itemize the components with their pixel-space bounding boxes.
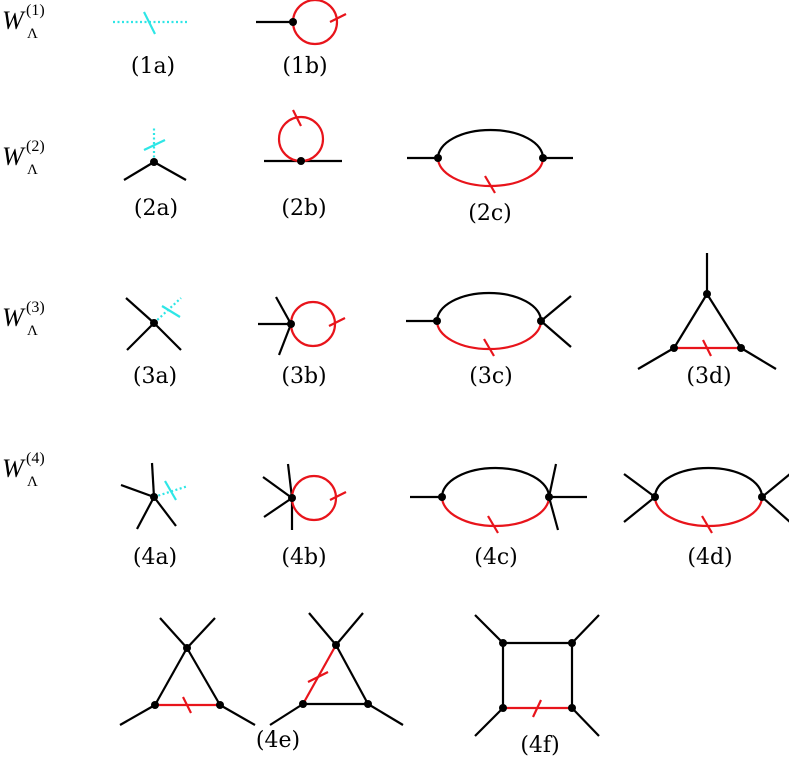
caption-4b: (4b) bbox=[281, 545, 327, 570]
diagram-4a bbox=[120, 462, 189, 530]
caption-3d: (3d) bbox=[686, 364, 732, 389]
diagram-1a bbox=[113, 11, 187, 35]
diagram-2a bbox=[123, 128, 187, 181]
row-label-3: W(3)Λ bbox=[2, 299, 45, 339]
diagram-4b bbox=[262, 463, 347, 530]
caption-3a: (3a) bbox=[132, 364, 178, 389]
caption-4f: (4f) bbox=[520, 733, 560, 758]
caption-3c: (3c) bbox=[469, 364, 513, 389]
row-label-4: W(4)Λ bbox=[2, 450, 45, 490]
caption-1b: (1b) bbox=[282, 54, 328, 79]
diagram-3c bbox=[406, 291, 572, 357]
diagram-4c bbox=[410, 463, 587, 534]
diagram-1b bbox=[256, 0, 347, 46]
diagram-4d bbox=[623, 466, 789, 534]
diagram-4f bbox=[474, 614, 600, 737]
caption-4c: (4c) bbox=[474, 545, 518, 570]
diagram-4e-right bbox=[269, 612, 404, 726]
caption-2b: (2b) bbox=[281, 196, 327, 221]
diagram-3d bbox=[637, 253, 777, 370]
caption-1a: (1a) bbox=[130, 54, 176, 79]
caption-4e: (4e) bbox=[255, 728, 301, 753]
diagram-2b bbox=[264, 109, 342, 165]
caption-2c: (2c) bbox=[468, 201, 512, 226]
diagram-4e-left bbox=[119, 617, 256, 726]
row-label-1: W(1)Λ bbox=[2, 2, 45, 42]
diagram-3b bbox=[258, 296, 346, 356]
caption-4d: (4d) bbox=[687, 545, 733, 570]
diagram-2c bbox=[407, 128, 573, 194]
diagram-3a bbox=[125, 297, 182, 351]
caption-2a: (2a) bbox=[133, 196, 179, 221]
caption-4a: (4a) bbox=[132, 545, 178, 570]
caption-3b: (3b) bbox=[281, 364, 327, 389]
row-label-2: W(2)Λ bbox=[2, 138, 45, 178]
